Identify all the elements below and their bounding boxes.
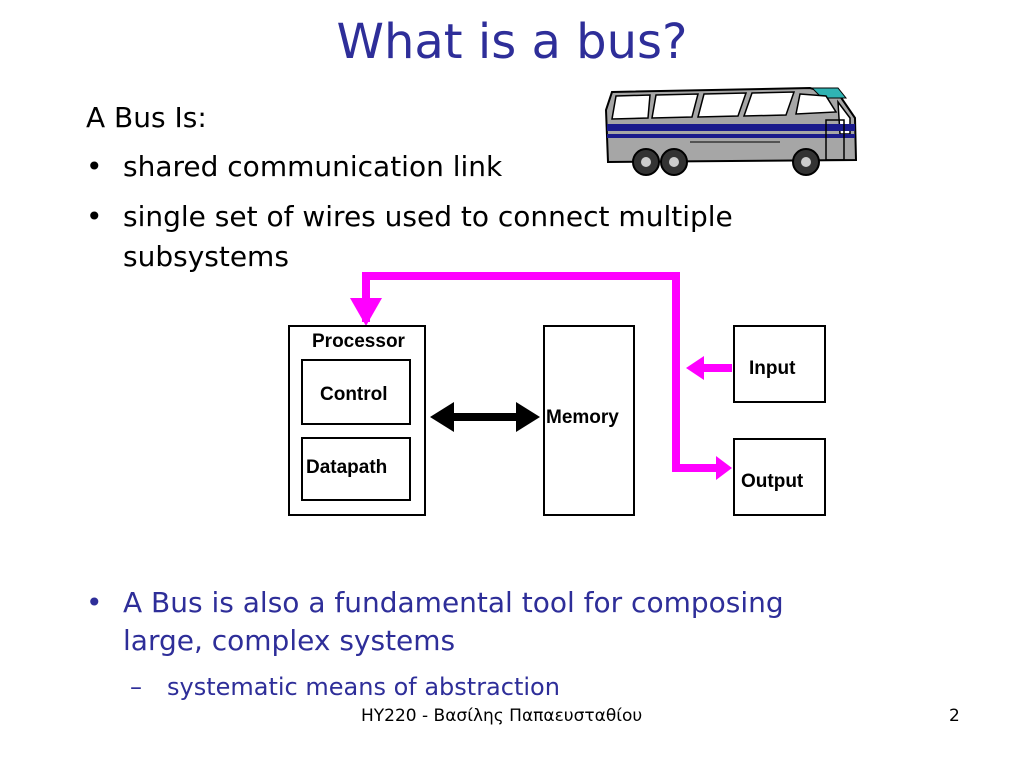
bus-arrow-input — [686, 356, 704, 380]
output-label: Output — [741, 471, 804, 492]
bullet-marker: • — [86, 586, 103, 619]
bus-icon — [604, 86, 858, 176]
output-box — [733, 438, 826, 516]
bullet-wires-line2: subsystems — [123, 240, 289, 273]
bus-arrow-output — [716, 456, 732, 480]
bullet-wires-line1: single set of wires used to connect mult… — [123, 200, 733, 233]
page-number: 2 — [949, 706, 960, 726]
bus-arrow-down — [350, 298, 382, 326]
bullet-marker: • — [86, 150, 103, 183]
input-box — [733, 325, 826, 403]
bus-line — [362, 272, 718, 472]
arrow-right-head — [516, 402, 540, 432]
datapath-box — [301, 437, 411, 501]
bullet-marker: • — [86, 200, 103, 233]
slide-title: What is a bus? — [336, 14, 688, 70]
footer-text: HY220 - Βασίλης Παπαευσταθίου — [361, 706, 643, 726]
sub-bullet-marker: – — [130, 673, 142, 701]
memory-label: Memory — [546, 407, 619, 428]
intro-text: A Bus Is: — [86, 101, 207, 134]
input-label: Input — [749, 358, 796, 379]
bottom-bullet-line1: A Bus is also a fundamental tool for com… — [123, 586, 784, 619]
bullet-shared-link: shared communication link — [123, 150, 503, 183]
bottom-bullet-line2: large, complex systems — [123, 624, 456, 657]
processor-label: Processor — [312, 331, 405, 352]
arrow-left-head — [430, 402, 454, 432]
datapath-label: Datapath — [306, 457, 388, 478]
memory-box — [543, 325, 635, 516]
control-label: Control — [320, 384, 388, 405]
sub-bullet-text: systematic means of abstraction — [167, 673, 560, 701]
control-box — [301, 359, 411, 425]
